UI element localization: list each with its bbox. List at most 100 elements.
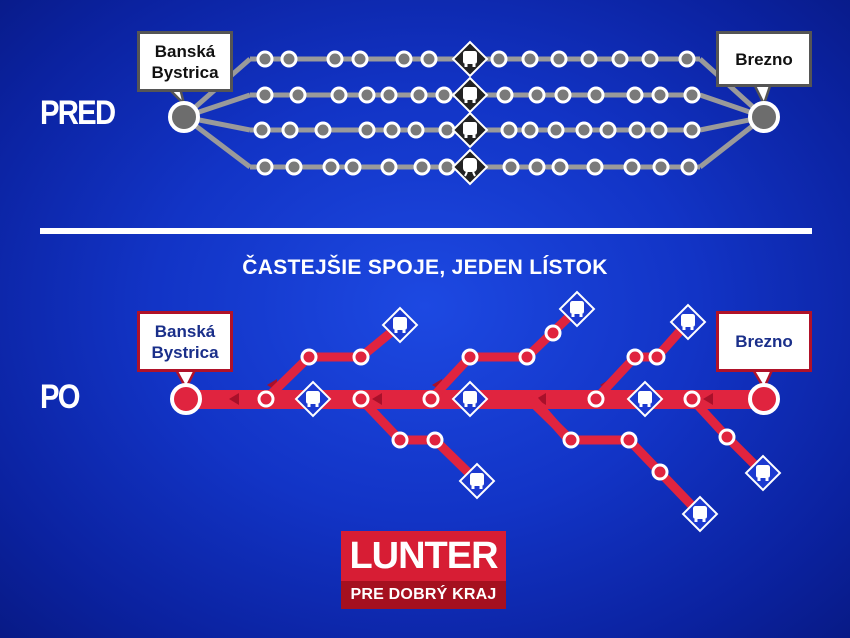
bus-icon	[681, 495, 719, 533]
before-stop	[344, 158, 362, 176]
before-stop	[683, 86, 701, 104]
after-stop	[426, 431, 444, 449]
bus-icon	[451, 380, 489, 418]
after-stop	[587, 390, 605, 408]
lunter-logo: LUNTER PRE DOBRÝ KRAJ	[341, 531, 506, 609]
before-stop	[420, 50, 438, 68]
before-end-terminal	[748, 78, 780, 133]
after-end-terminal	[748, 366, 780, 415]
before-route-lines	[182, 56, 766, 170]
before-stop	[641, 50, 659, 68]
bus-icon	[451, 111, 489, 149]
before-stop	[528, 86, 546, 104]
bus-icon	[626, 380, 664, 418]
after-route-stops	[257, 324, 736, 481]
after-stop	[651, 463, 669, 481]
bus-icon	[294, 380, 332, 418]
before-stop	[586, 158, 604, 176]
after-network	[170, 290, 782, 533]
before-stop	[528, 158, 546, 176]
before-stop	[580, 50, 598, 68]
before-stop	[358, 86, 376, 104]
after-stop	[562, 431, 580, 449]
before-stop	[256, 158, 274, 176]
after-stop	[257, 390, 275, 408]
after-stop	[300, 348, 318, 366]
bus-icon	[558, 290, 596, 328]
before-stop	[500, 121, 518, 139]
before-stop	[410, 86, 428, 104]
before-stop	[380, 86, 398, 104]
after-end-city: Brezno	[716, 311, 812, 372]
start-city-line1: Banská	[154, 41, 216, 61]
after-stop	[518, 348, 536, 366]
before-stop	[490, 50, 508, 68]
before-stop	[413, 158, 431, 176]
before-stop	[626, 86, 644, 104]
feeder-branch	[525, 395, 704, 518]
before-stop	[314, 121, 332, 139]
before-stop	[599, 121, 617, 139]
bus-icon	[458, 462, 496, 500]
start-city-line2: Bystrica	[151, 62, 219, 82]
after-route-icons	[294, 290, 782, 533]
train-icon	[451, 148, 489, 186]
before-stop	[330, 86, 348, 104]
before-stop	[502, 158, 520, 176]
after-stop	[718, 428, 736, 446]
bus-icon	[451, 40, 489, 78]
after-stop	[626, 348, 644, 366]
before-stop	[623, 158, 641, 176]
before-stop	[326, 50, 344, 68]
before-stop	[496, 86, 514, 104]
after-start-terminal	[170, 366, 202, 415]
before-stop	[652, 158, 670, 176]
before-stop	[322, 158, 340, 176]
before-stop	[554, 86, 572, 104]
before-end-city: Brezno	[716, 31, 812, 87]
bus-icon	[744, 454, 782, 492]
before-stop	[358, 121, 376, 139]
logo-tagline: PRE DOBRÝ KRAJ	[341, 581, 506, 609]
direction-arrow	[372, 393, 382, 405]
before-stop	[281, 121, 299, 139]
bus-icon	[669, 303, 707, 341]
after-stop	[422, 390, 440, 408]
before-stop	[680, 158, 698, 176]
start-city-line2: Bystrica	[151, 342, 219, 362]
before-stop	[651, 86, 669, 104]
logo-wordmark: LUNTER	[341, 531, 506, 581]
feeder-branch	[529, 396, 571, 441]
direction-arrow	[229, 393, 239, 405]
before-stop	[611, 50, 629, 68]
after-subtitle: ČASTEJŠIE SPOJE, JEDEN LÍSTOK	[242, 256, 608, 279]
after-stop	[544, 324, 562, 342]
feeder-branch	[357, 395, 481, 485]
before-stop	[395, 50, 413, 68]
before-stop	[407, 121, 425, 139]
feeder-branch	[592, 319, 692, 403]
before-stop	[628, 121, 646, 139]
after-stop	[352, 348, 370, 366]
before-stop	[351, 50, 369, 68]
before-route-stops	[253, 50, 701, 176]
feeder-branch	[427, 305, 581, 403]
before-stop	[547, 121, 565, 139]
after-stop	[391, 431, 409, 449]
after-start-city: Banská Bystrica	[137, 311, 233, 372]
after-stop	[352, 390, 370, 408]
before-stop	[550, 50, 568, 68]
after-stop	[461, 348, 479, 366]
before-stop	[521, 121, 539, 139]
before-stop	[587, 86, 605, 104]
bus-icon	[451, 76, 489, 114]
direction-arrow	[536, 393, 546, 405]
before-label: PRED	[40, 94, 116, 132]
end-city-name: Brezno	[735, 332, 793, 351]
before-stop	[253, 121, 271, 139]
before-stop	[285, 158, 303, 176]
before-stop	[678, 50, 696, 68]
before-stop	[575, 121, 593, 139]
